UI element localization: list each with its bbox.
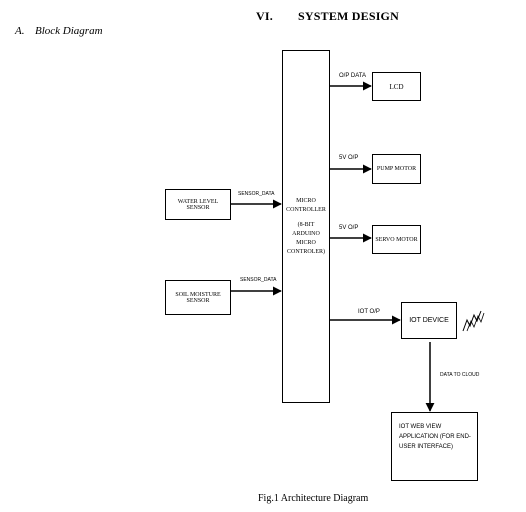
subsection-label: A. <box>15 25 25 37</box>
section-number: VI. <box>256 9 273 23</box>
servo-motor-block: SERVO MOTOR <box>372 225 421 254</box>
mcu-label-line3: (8-BIT <box>297 221 315 228</box>
microcontroller-block: MICRO CONTROLLER (8-BIT ARDUINO MICRO CO… <box>282 50 330 403</box>
pump-motor-label: PUMP MOTOR <box>376 166 417 172</box>
web-label-line2: APPLICATION (FOR END- <box>399 434 471 441</box>
iot-device-label: IOT DEVICE <box>409 317 449 324</box>
servo-signal-label: 5V O/P <box>339 225 359 231</box>
wireless-signal-icon <box>462 310 485 332</box>
iot-op-label: IOT O/P <box>358 309 380 315</box>
figure-caption: Fig.1 Architecture Diagram <box>258 493 369 504</box>
data-to-cloud-label: DATA TO CLOUD <box>440 372 480 378</box>
sensor-data-label-1: SENSOR_DATA <box>238 191 275 197</box>
pump-signal-label: 5V O/P <box>339 155 359 161</box>
op-data-label: O/P DATA <box>339 73 367 79</box>
mcu-label-line2: CONTROLLER <box>286 206 326 213</box>
mcu-label-line4: ARDUINO <box>292 230 320 237</box>
web-label-line3: USER INTERFACE) <box>399 444 454 451</box>
pump-motor-block: PUMP MOTOR <box>372 154 421 184</box>
lcd-block: LCD <box>372 72 421 101</box>
sensor-data-label-2: SENSOR_DATA <box>240 277 277 283</box>
subsection-title: Block Diagram <box>35 25 103 37</box>
mcu-label-line5: MICRO <box>296 239 316 246</box>
soil-moisture-sensor-block: SOIL MOISTURE SENSOR <box>165 280 231 315</box>
web-label-line1: IOT WEB VIEW <box>399 424 442 430</box>
section-title: SYSTEM DESIGN <box>298 9 399 23</box>
servo-motor-label: SERVO MOTOR <box>375 236 418 243</box>
iot-device-block: IOT DEVICE <box>401 302 457 339</box>
water-level-sensor-block: WATER LEVEL SENSOR <box>165 189 231 220</box>
soil-sensor-label-line1: SOIL MOISTURE <box>175 291 221 298</box>
iot-web-view-block: IOT WEB VIEW APPLICATION (FOR END- USER … <box>391 412 478 481</box>
soil-sensor-label-line2: SENSOR <box>186 297 210 304</box>
mcu-label-line6: CONTROLER) <box>287 248 325 255</box>
water-level-sensor-label: WATER LEVEL SENSOR <box>177 198 219 211</box>
mcu-label-line1: MICRO <box>296 197 316 204</box>
lcd-label: LCD <box>389 82 404 91</box>
